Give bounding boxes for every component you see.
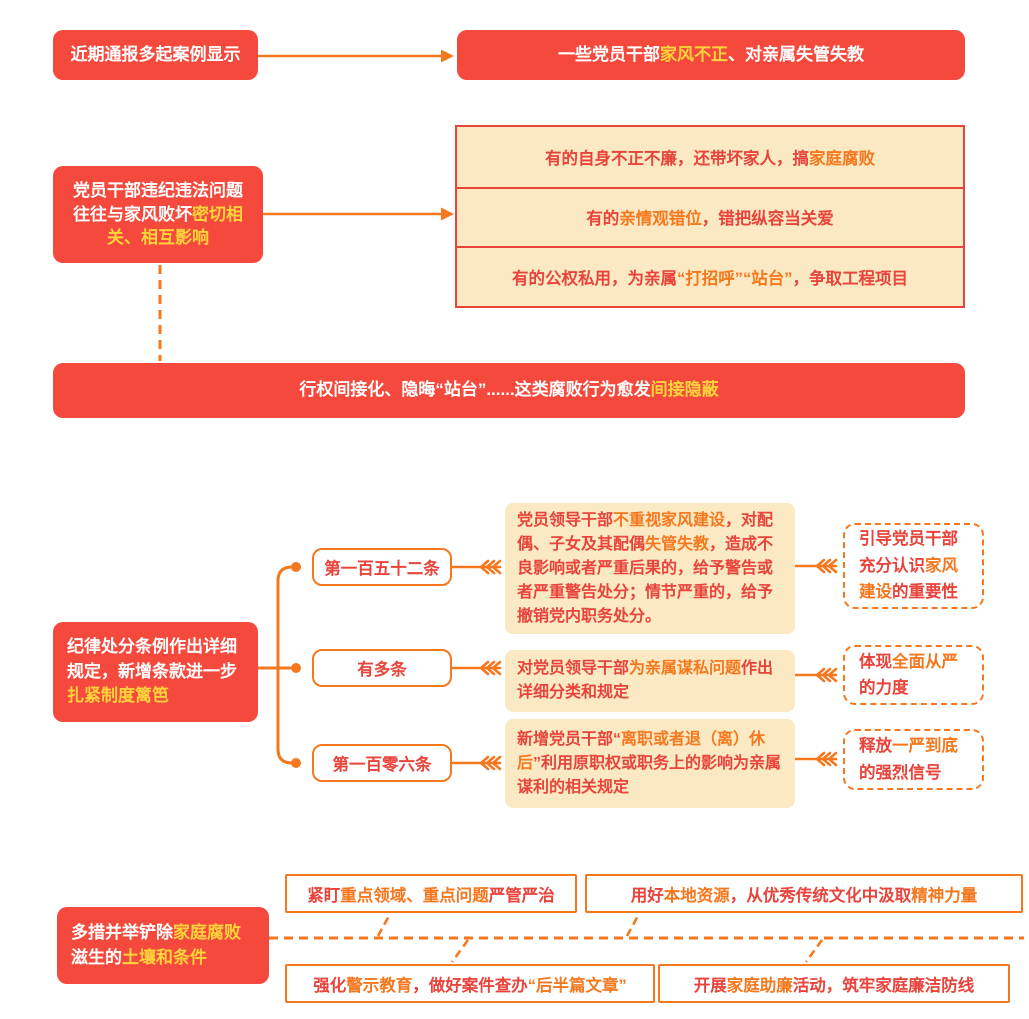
note-family-conduct-importance: 引导党员干部充分认识家风建设的重要性 [843,523,984,609]
article-106-label: 第一百零六条 [312,744,452,782]
branch-dot [291,562,301,572]
branch-dot [291,663,301,673]
bottom-dashed-spine [269,913,1024,963]
discipline-violation-box: 党员干部违纪违法问题往往与家风败坏密切相关、相互影响 [53,166,263,263]
multiple-articles-detail: 对党员领导干部为亲属谋私问题作出详细分类和规定 [505,650,795,712]
example-row-3: 有的公权私用，为亲属“打招呼”“站台”，争取工程项目 [457,246,963,306]
chevron-connector-2b [793,667,838,683]
regulation-summary-box: 纪律处分条例作出详细规定，新增条款进一步扎紧制度篱笆 [53,622,258,722]
article-152-detail: 党员领导干部不重视家风建设，对配偶、子女及其配偶失管失教，造成不良影响或者严重后… [505,503,795,634]
example-row-1: 有的自身不正不廉，还带坏家人，搞家庭腐败 [545,149,875,168]
branch-bracket [256,562,301,768]
chevron-connector-3a [450,755,502,771]
measure-local-resources: 用好本地资源，从优秀传统文化中汲取精神力量 [585,874,1023,913]
chevron-connector-1b [793,558,838,574]
article-152-label: 第一百五十二条 [312,548,452,586]
article-106-detail: 新增党员干部“离职或者退（离）休后”利用原职权或职务上的影响为亲属谋利的相关规定 [505,719,795,808]
examples-stack: 有的自身不正不廉，还带坏家人，搞家庭腐败 有的亲情观错位，错把纵容当关爱 有的公… [455,125,965,308]
chevron-connector-1a [450,559,502,575]
example-row-2: 有的亲情观错位，错把纵容当关爱 [457,186,963,247]
arrow-cases-to-result [256,49,454,63]
branch-dot [291,758,301,768]
note-strictness: 体现全面从严的力度 [843,645,984,705]
measure-family-integrity: 开展家庭助廉活动，筑牢家庭廉洁防线 [658,964,1010,1003]
note-strong-signal: 释放一严到底的强烈信号 [843,729,984,790]
measures-summary-box: 多措并举铲除家庭腐败滋生的土壤和条件 [57,907,269,984]
hidden-corruption-banner: 行权间接化、隐晦“站台”......这类腐败行为愈发间接隐蔽 [53,363,965,418]
chevron-connector-2a [450,660,502,676]
bad-family-conduct-box: 一些党员干部家风不正、对亲属失管失教 [457,30,965,80]
multiple-articles-label: 有多条 [312,649,452,687]
chevron-connector-3b [793,751,838,767]
arrow-problem-to-examples [262,207,454,221]
measure-warning-education: 强化警示教育，做好案件查办“后半篇文章” [285,964,655,1003]
measure-key-areas: 紧盯重点领域、重点问题严管严治 [285,874,577,913]
case-reports-box: 近期通报多起案例显示 [53,30,258,80]
